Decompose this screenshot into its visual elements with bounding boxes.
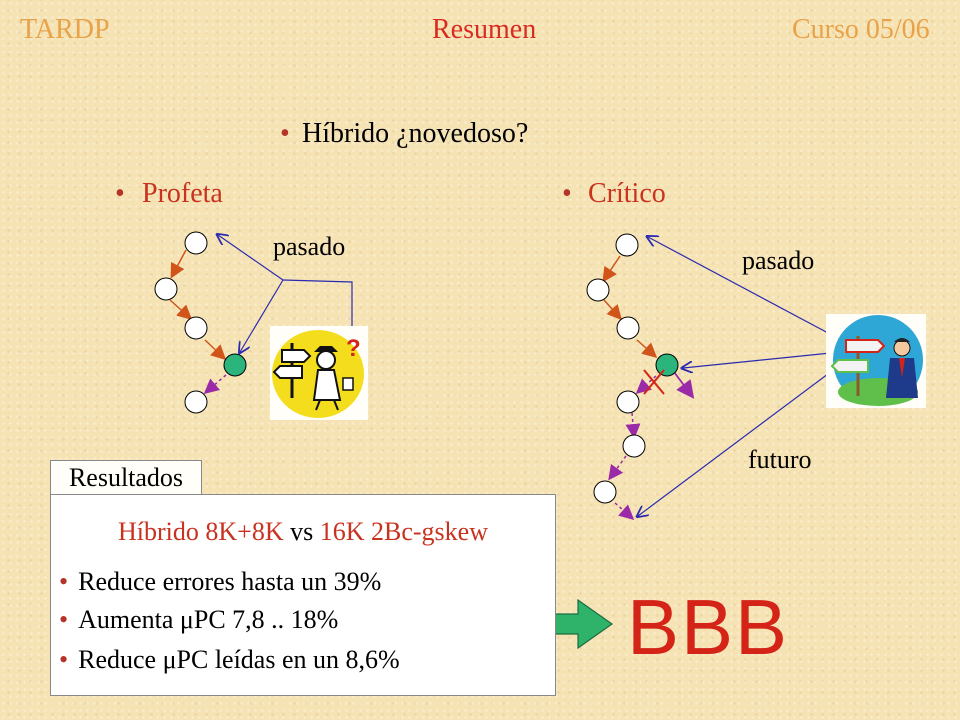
critico-future-label: futuro xyxy=(748,445,812,474)
profeta-chain xyxy=(154,231,247,414)
critico-node-6 xyxy=(622,434,646,458)
profeta-history-arrows xyxy=(218,235,353,352)
outcome-text: BBB xyxy=(627,583,790,671)
critico-chain xyxy=(586,233,695,520)
results-panel: Híbrido 8K+8K vs 16K 2Bc-gskew •Reduce e… xyxy=(50,494,556,696)
svg-text:?: ? xyxy=(346,335,361,362)
critico-node-3 xyxy=(616,316,640,340)
profeta-node-1 xyxy=(184,231,208,255)
critico-node-5 xyxy=(616,390,640,414)
results-title: Híbrido 8K+8K vs 16K 2Bc-gskew xyxy=(51,517,555,547)
profeta-node-5 xyxy=(184,390,208,414)
results-item-2: •Aumenta μPC 7,8 .. 18% xyxy=(59,605,339,634)
results-title-gskew: 16K 2Bc-gskew xyxy=(319,517,488,546)
signpost-detective-icon: ? xyxy=(270,326,368,420)
critico-node-active xyxy=(655,353,679,377)
critico-node-7 xyxy=(593,480,617,504)
results-tab: Resultados xyxy=(50,460,202,495)
topic-bullet: • xyxy=(280,118,290,149)
profeta-node-3 xyxy=(184,316,208,340)
critico-node-2 xyxy=(586,278,610,302)
profeta-node-active xyxy=(223,353,247,377)
profeta-past-label: pasado xyxy=(273,232,346,261)
header-slide-title: Resumen xyxy=(432,14,537,45)
profeta-node-2 xyxy=(154,277,178,301)
critico-node-1 xyxy=(615,233,639,257)
critico-past-label: pasado xyxy=(742,246,815,275)
critico-bullet: • xyxy=(562,178,572,209)
profeta-bullet: • xyxy=(115,178,125,209)
topic-text: Híbrido ¿novedoso? xyxy=(302,118,529,149)
header-course-name: TARDP xyxy=(20,14,110,45)
results-item-1: •Reduce errores hasta un 39% xyxy=(59,567,382,596)
signpost-businessman-icon xyxy=(826,314,926,408)
header-course-year: Curso 05/06 xyxy=(792,14,930,45)
critico-title: Crítico xyxy=(588,178,666,209)
profeta-title: Profeta xyxy=(142,178,223,209)
results-title-hybrid: Híbrido 8K+8K xyxy=(118,517,284,546)
results-title-vs: vs xyxy=(283,517,320,546)
results-item-3: •Reduce μPC leídas en un 8,6% xyxy=(59,645,400,674)
